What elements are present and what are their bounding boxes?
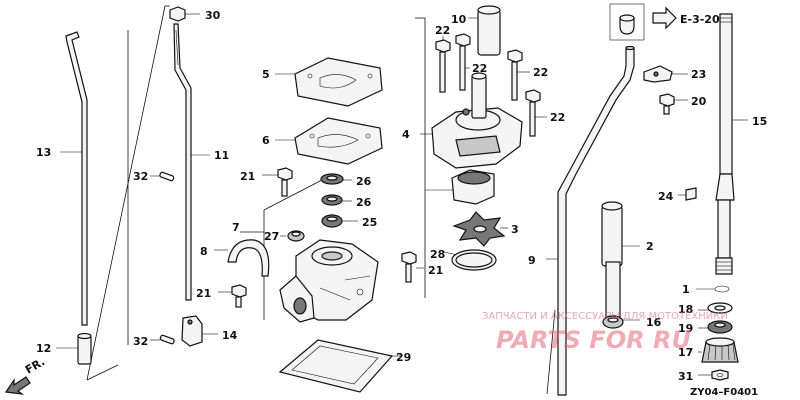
part-25-bushing (321, 214, 358, 228)
part-12-sleeve (56, 332, 92, 365)
part-20-bolt (659, 93, 688, 115)
callout-29: 29 (396, 351, 411, 364)
callout-11: 11 (214, 149, 229, 162)
callout-26-lower: 26 (356, 196, 372, 209)
callout-19: 19 (678, 322, 693, 335)
part-22-bolt-c (507, 49, 530, 101)
part-16-rod-lower (602, 261, 640, 329)
callout-5: 5 (262, 68, 270, 81)
callout-27: 27 (264, 230, 279, 243)
callout-21-upper: 21 (240, 170, 255, 183)
part-26-seal-lower (321, 194, 352, 206)
callout-6: 6 (262, 134, 270, 147)
callout-13: 13 (36, 146, 51, 159)
part-o-ring (451, 249, 497, 271)
part-13-bent-rod (60, 31, 88, 326)
part-10-sleeve (468, 5, 501, 56)
watermark-logo: PARTS FOR RU (496, 326, 691, 354)
callout-9: 9 (528, 254, 536, 267)
part-24-key (678, 187, 697, 201)
part-5-plate (275, 57, 383, 107)
part-1-circlip (696, 285, 730, 293)
callout-20: 20 (691, 95, 707, 108)
part-28-liner (425, 169, 495, 257)
callout-25: 25 (362, 216, 377, 229)
part-4-pump-case (420, 72, 523, 169)
callout-26-upper: 26 (356, 175, 372, 188)
part-11-rod (173, 23, 210, 301)
callout-18: 18 (678, 303, 693, 316)
part-22-bolt-a (435, 36, 451, 93)
direction-label: FR. (23, 355, 47, 376)
part-21-bolt-right (401, 251, 424, 283)
part-18-washer (698, 302, 733, 314)
callout-8: 8 (200, 245, 208, 258)
callout-7: 7 (232, 221, 240, 234)
callout-22-d: 22 (550, 111, 565, 124)
callout-30: 30 (205, 9, 221, 22)
callout-2: 2 (646, 240, 654, 253)
callout-23: 23 (691, 68, 706, 81)
part-26-seal-upper (320, 173, 352, 185)
part-17-pinion-gear (698, 337, 739, 363)
callout-10: 10 (451, 13, 467, 26)
callout-22-a: 22 (435, 24, 450, 37)
frame-lines (86, 5, 556, 395)
reference-label: E-3-20 (680, 13, 720, 26)
reference-grommet (609, 3, 677, 41)
callout-12: 12 (36, 342, 51, 355)
part-3-impeller (452, 211, 508, 247)
front-direction-arrow-icon (4, 376, 31, 395)
part-22-bolt-b (455, 33, 471, 91)
part-9-shift-rod (546, 45, 635, 396)
part-23-clip (643, 65, 688, 83)
part-22-bolt-d (525, 89, 547, 137)
part-30-nut (169, 6, 200, 22)
callout-24: 24 (658, 190, 674, 203)
callout-22-b: 22 (472, 62, 487, 75)
part-31-nut (698, 369, 729, 381)
callout-22-c: 22 (533, 66, 548, 79)
part-21-bolt-upper (262, 167, 293, 197)
callout-31: 31 (678, 370, 693, 383)
callout-21-right: 21 (428, 264, 443, 277)
part-27-bushing (280, 230, 305, 242)
callout-15: 15 (752, 115, 767, 128)
callout-32-upper: 32 (133, 170, 148, 183)
callout-3: 3 (511, 223, 519, 236)
diagram-code: ZY04–F0401 (690, 387, 758, 398)
part-6-gasket (275, 117, 383, 165)
part-32-pin-lower (150, 334, 175, 345)
callout-16: 16 (646, 316, 662, 329)
callout-4: 4 (402, 128, 410, 141)
part-15-driveshaft (715, 13, 748, 275)
part-8-hose (214, 239, 270, 277)
part-21-bolt-lower (218, 284, 247, 308)
part-2-sleeve (601, 201, 640, 267)
part-32-pin-upper (150, 171, 175, 182)
watermark-text: ЗАПЧАСТИ И АКСЕССУАРЫ ДЛЯ МОТОТЕХНИКИ (482, 311, 728, 322)
part-29-gasket (278, 339, 400, 393)
callout-1: 1 (682, 283, 690, 296)
callout-21-lower: 21 (196, 287, 211, 300)
callout-14: 14 (222, 329, 238, 342)
callout-28: 28 (430, 248, 445, 261)
part-19-bearing (698, 320, 733, 334)
part-7-housing (279, 239, 379, 323)
callout-17: 17 (678, 346, 693, 359)
callout-32-lower: 32 (133, 335, 148, 348)
part-14-joint (181, 315, 218, 347)
